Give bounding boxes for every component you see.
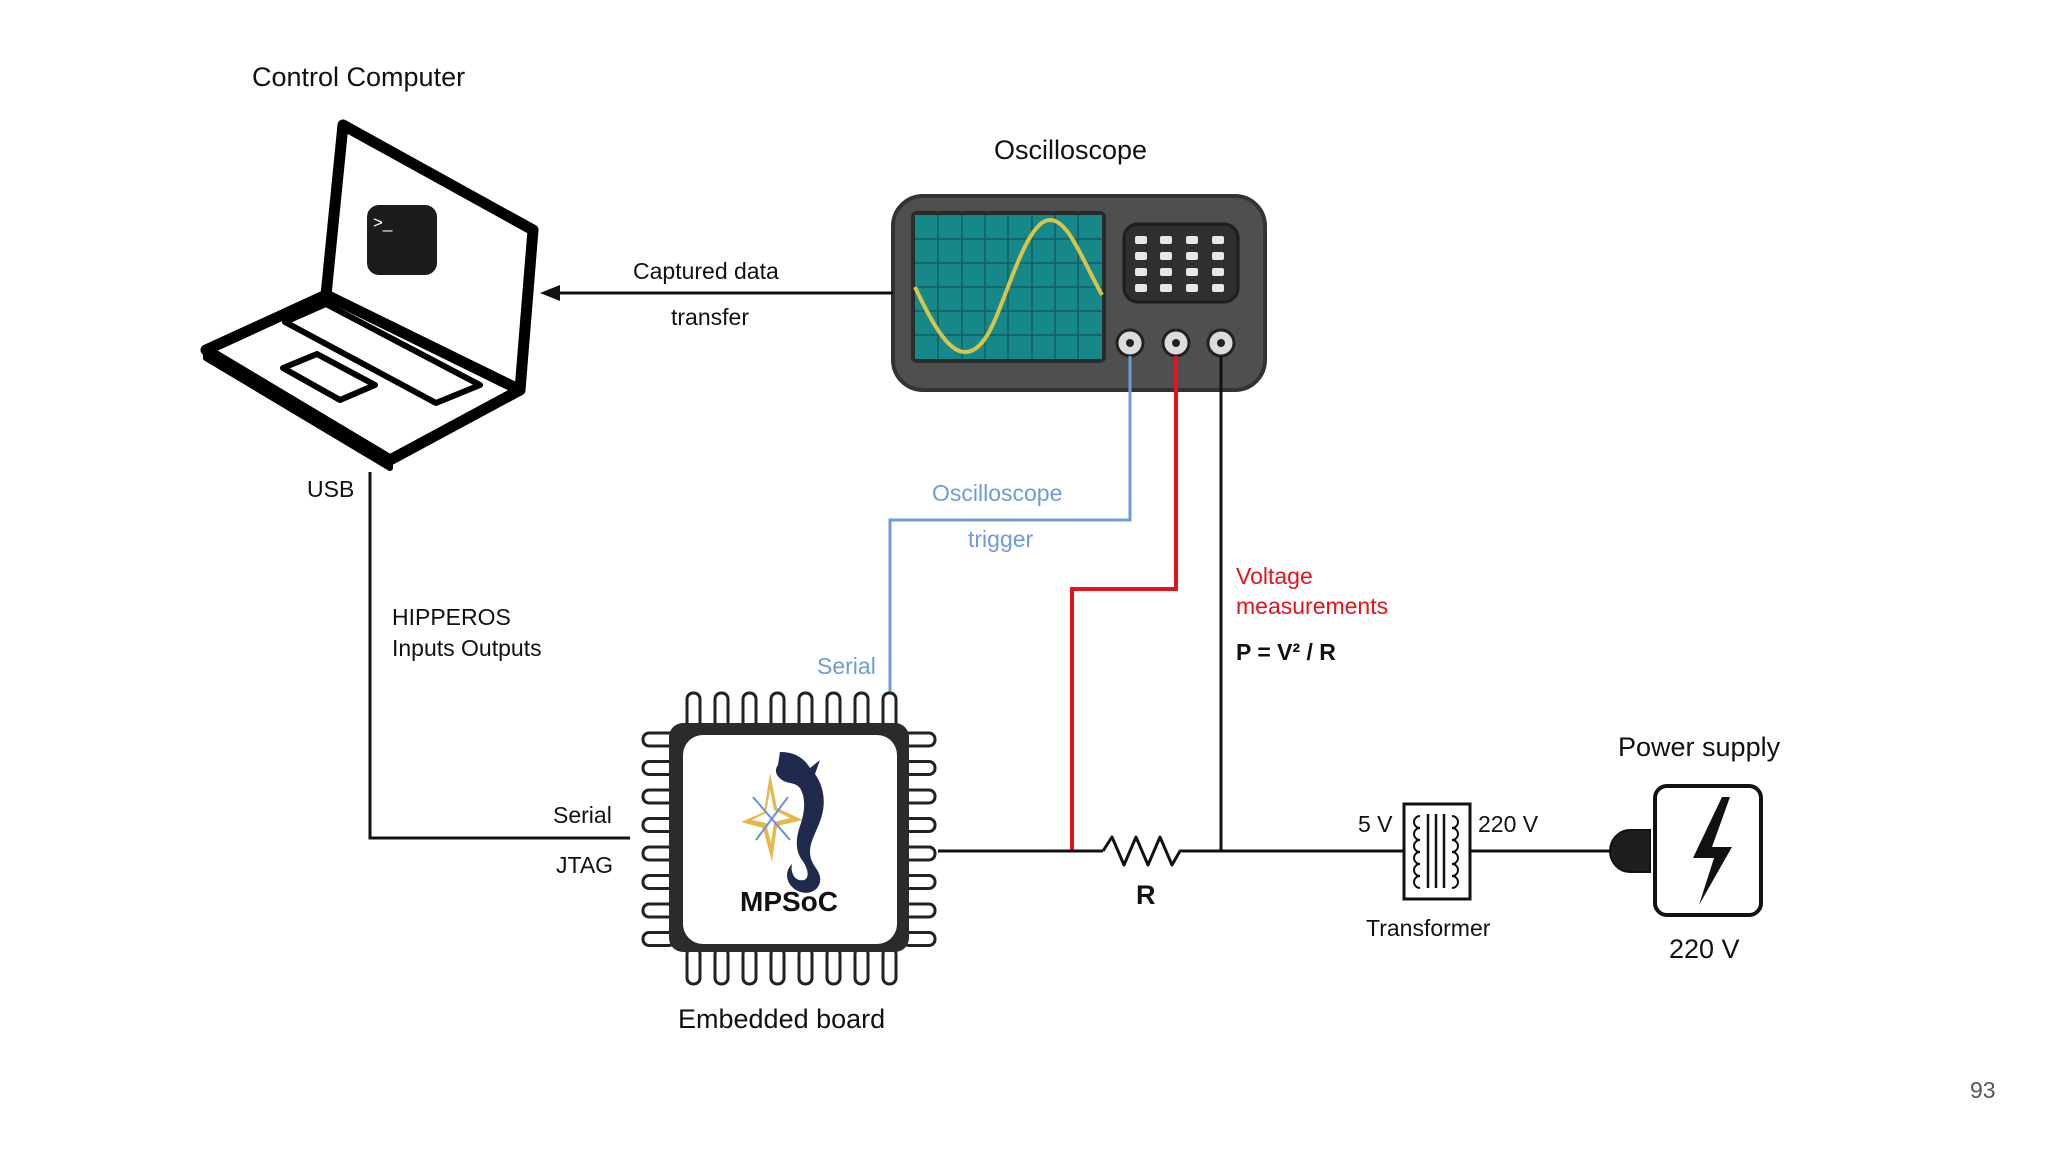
usb-label: USB — [307, 476, 354, 502]
chip-pin — [769, 946, 786, 986]
serial-trigger-label: Serial — [817, 653, 876, 679]
seahorse-logo-icon — [741, 752, 824, 893]
lightning-bolt-icon — [1693, 797, 1732, 905]
transfer-label: transfer — [671, 304, 749, 330]
laptop-icon — [200, 119, 539, 471]
mpsoc-label: MPSoC — [740, 886, 838, 917]
power-formula-label: P = V² / R — [1236, 639, 1336, 665]
serial-label: Serial — [553, 802, 612, 828]
embedded-board-label: Embedded board — [678, 1004, 885, 1034]
jtag-label: JTAG — [556, 852, 613, 878]
five-volt-label: 5 V — [1358, 811, 1393, 837]
voltage-wire — [1070, 356, 1178, 851]
scope-connector-blue — [1115, 328, 1145, 358]
chip-icon — [641, 691, 937, 986]
voltage-label-2: measurements — [1236, 593, 1388, 619]
inputs-outputs-label: Inputs Outputs — [392, 635, 542, 661]
usb-jtag-wire — [368, 472, 630, 840]
scope-connector-red — [1161, 328, 1191, 358]
terminal-prompt: >_ — [373, 213, 393, 232]
transformer-220v-label: 220 V — [1478, 811, 1539, 837]
chip-pin — [853, 946, 870, 986]
resistor-label: R — [1136, 880, 1156, 910]
chip-pin — [741, 946, 758, 986]
arrow-head-icon — [540, 285, 560, 301]
chip-pin — [797, 946, 814, 986]
supply-voltage-label: 220 V — [1669, 934, 1740, 964]
oscilloscope-trigger-label-2: trigger — [968, 526, 1034, 552]
chip-pin — [825, 946, 842, 986]
voltage-label-1: Voltage — [1236, 563, 1313, 589]
power-plug-icon — [1609, 829, 1651, 873]
hipperos-label: HIPPEROS — [392, 604, 511, 630]
control-computer-label: Control Computer — [252, 62, 465, 92]
chip-pin — [685, 946, 702, 986]
power-supply-label: Power supply — [1618, 732, 1781, 762]
resistor-icon — [1101, 835, 1221, 867]
power-supply-box — [1653, 784, 1763, 917]
oscilloscope-trigger-label-1: Oscilloscope — [932, 480, 1062, 506]
terminal-icon: >_ — [367, 205, 437, 275]
transformer-icon — [1402, 802, 1472, 901]
scope-connector-black — [1206, 328, 1236, 358]
chip-pin — [713, 946, 730, 986]
transformer-label: Transformer — [1366, 915, 1491, 941]
trigger-wire — [888, 356, 1132, 695]
oscilloscope-icon — [891, 194, 1267, 392]
oscilloscope-label: Oscilloscope — [994, 135, 1147, 165]
page-number: 93 — [1970, 1077, 1996, 1103]
chip-pin — [881, 946, 898, 986]
captured-data-label: Captured data — [633, 258, 779, 284]
